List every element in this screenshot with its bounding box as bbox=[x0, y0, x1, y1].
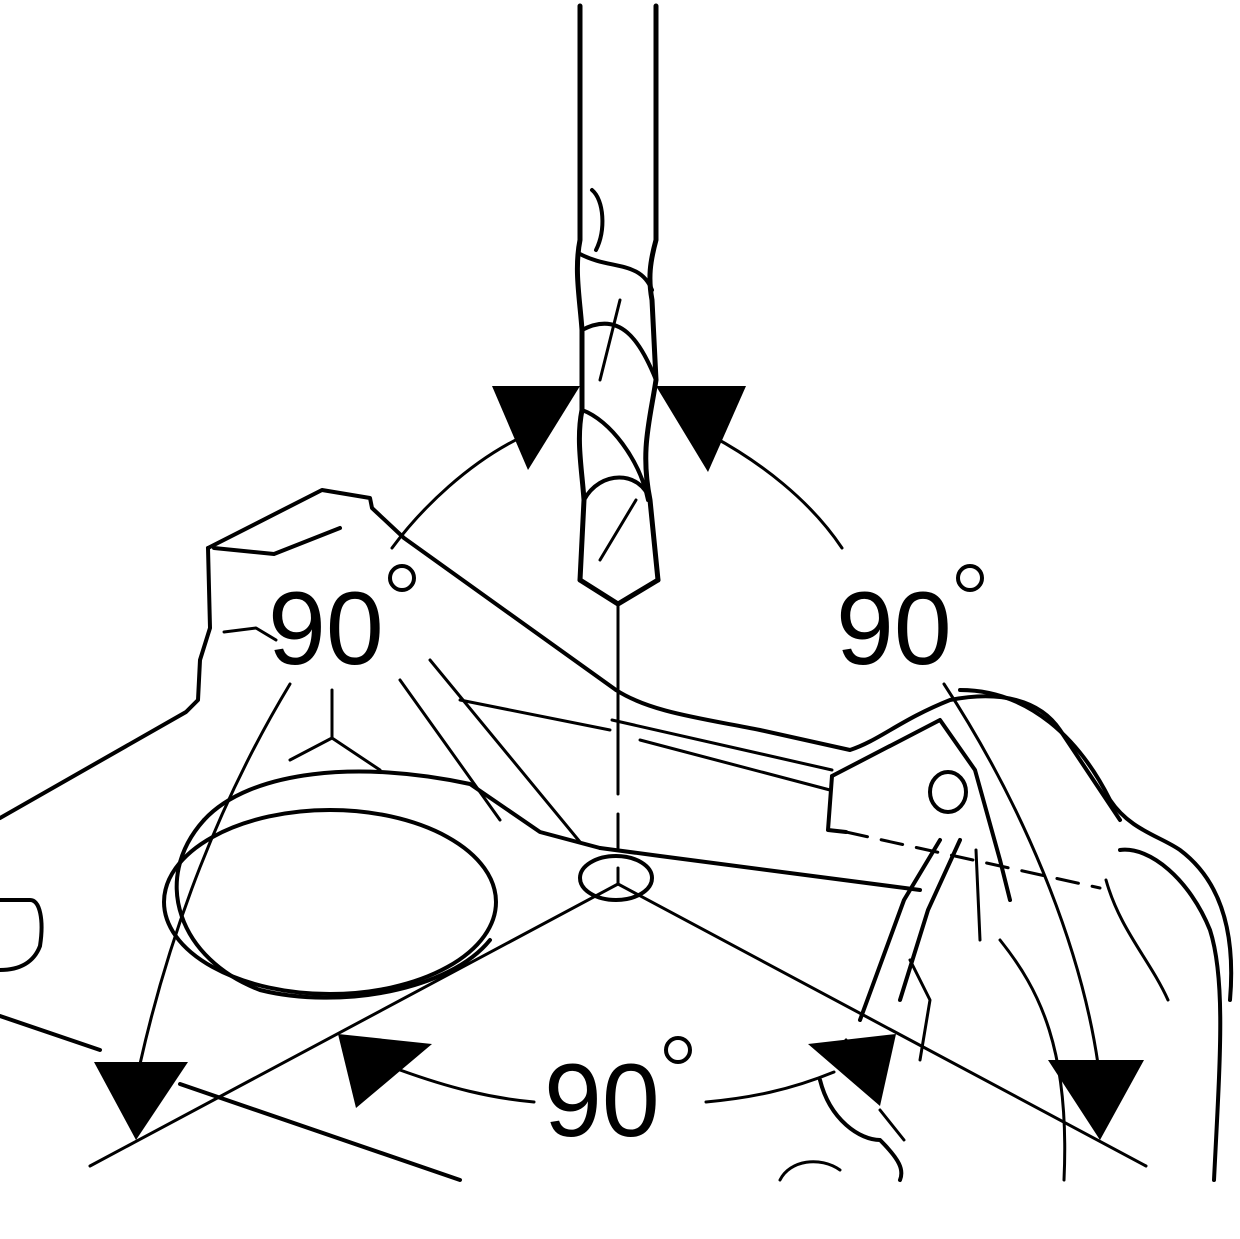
arc-left-down bbox=[138, 682, 292, 1066]
angle-label-upper-right: 90 bbox=[836, 564, 984, 687]
bore-opening bbox=[162, 808, 498, 996]
arm-dashed-line bbox=[844, 830, 1102, 890]
right-arm-strut bbox=[858, 838, 962, 1022]
lower-hub-outline bbox=[818, 1078, 904, 1182]
drill-shank-right bbox=[643, 3, 661, 583]
right-body-top bbox=[958, 688, 1234, 1002]
angle-value-bottom: 90 bbox=[544, 1043, 660, 1159]
casting-part bbox=[0, 488, 1234, 1182]
arc-upper-left bbox=[390, 432, 530, 550]
drill-tip bbox=[577, 577, 661, 607]
arm-cross-line bbox=[458, 698, 612, 732]
arm-upper-line bbox=[398, 658, 582, 844]
degree-symbol-upper-left bbox=[388, 564, 416, 592]
right-arm-detail bbox=[908, 848, 982, 1062]
right-body-curve bbox=[998, 878, 1170, 1182]
arrowhead-upper-right bbox=[656, 386, 746, 472]
drill-flute-edge bbox=[598, 298, 638, 562]
right-lug-hole bbox=[928, 770, 968, 814]
drill-flute-2 bbox=[578, 252, 658, 382]
drill-shank-left bbox=[574, 3, 587, 583]
angle-value-upper-left: 90 bbox=[268, 571, 384, 687]
bore-outer-rim bbox=[174, 818, 492, 1000]
arm-center-line bbox=[610, 718, 834, 792]
drill-bit bbox=[574, 3, 661, 607]
angle-label-upper-left: 90 bbox=[268, 564, 416, 687]
arrowhead-lower-left bbox=[94, 1062, 188, 1140]
degree-symbol-upper-right bbox=[956, 564, 984, 592]
reference-line-right bbox=[616, 882, 1148, 1168]
bracket-block-side bbox=[0, 546, 212, 820]
drill-hole-mark bbox=[578, 854, 654, 902]
arc-right-down bbox=[942, 682, 1100, 1066]
degree-symbol-bottom bbox=[664, 1036, 692, 1064]
reference-line-left bbox=[88, 882, 620, 1168]
angle-value-upper-right: 90 bbox=[836, 571, 952, 687]
arc-bottom-right bbox=[704, 1070, 836, 1104]
bracket-inner-edge bbox=[222, 626, 278, 642]
arc-upper-right bbox=[710, 434, 844, 550]
bracket-block-outline bbox=[206, 488, 618, 692]
arrowhead-bottom-left bbox=[338, 1034, 432, 1108]
arrowhead-bottom-right bbox=[808, 1034, 896, 1106]
drill-flute-1 bbox=[590, 188, 605, 252]
bracket-block-top-edge bbox=[212, 526, 342, 556]
right-body-inner bbox=[1118, 847, 1223, 1182]
arrowhead-upper-left bbox=[492, 386, 580, 470]
angle-arcs bbox=[138, 432, 1100, 1104]
bore-top-edge bbox=[202, 769, 602, 850]
left-lower-flange bbox=[0, 1014, 462, 1182]
bracket-face-line bbox=[288, 688, 382, 772]
arrowhead-lower-right bbox=[1048, 1060, 1144, 1140]
right-lug-outline bbox=[826, 718, 1012, 902]
drill-flute-3 bbox=[580, 408, 652, 502]
arrowheads bbox=[94, 386, 1144, 1140]
lower-hub-curve bbox=[778, 1160, 842, 1182]
arm-bottom-edge bbox=[598, 846, 922, 892]
reference-lines bbox=[88, 882, 1148, 1168]
arc-bottom-left bbox=[398, 1068, 536, 1104]
arm-top-edge bbox=[614, 688, 1122, 822]
left-ear-outline bbox=[0, 898, 44, 972]
angle-label-bottom: 90 bbox=[544, 1036, 692, 1159]
